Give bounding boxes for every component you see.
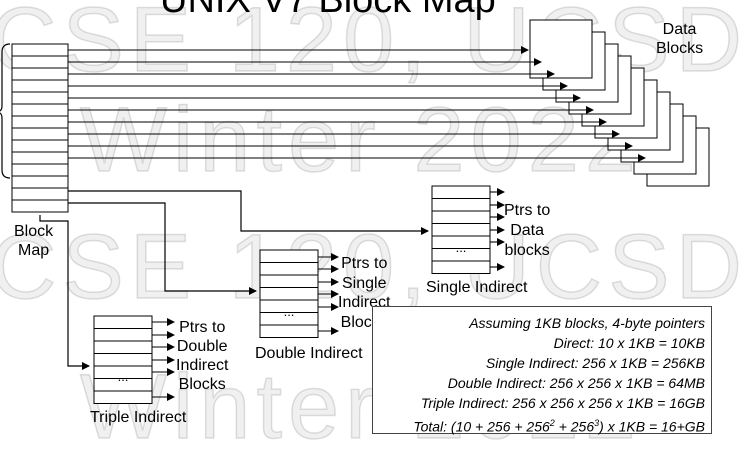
block-map-row <box>11 139 69 153</box>
double-ellipsis: ... <box>284 304 295 319</box>
block-map-row <box>11 43 69 57</box>
block-map-row <box>11 187 69 201</box>
indirect-row <box>259 287 319 301</box>
block-map-row <box>11 91 69 105</box>
block-map-table <box>11 43 69 213</box>
double-indirect-label: Double Indirect <box>255 345 363 362</box>
assumption-triple: Triple Indirect: 256 x 256 x 256 x 1KB =… <box>420 395 705 411</box>
single-ellipsis: ... <box>456 240 467 255</box>
indirect-row <box>431 185 491 199</box>
block-map-row <box>11 151 69 165</box>
triple-indirect-connector <box>39 215 90 370</box>
single-indirect-connector <box>68 190 429 235</box>
assumption-single: Single Indirect: 256 x 1KB = 256KB <box>485 355 705 371</box>
data-block <box>529 19 593 79</box>
indirect-row <box>431 198 491 212</box>
assumptions-box: Assuming 1KB blocks, 4-byte pointers Dir… <box>372 306 712 435</box>
indirect-row <box>431 260 491 274</box>
data-blocks-stack <box>529 19 710 187</box>
indirect-row <box>93 340 153 354</box>
single-indirect-block <box>431 185 491 274</box>
assumption-line: Assuming 1KB blocks, 4-byte pointers <box>469 315 705 331</box>
indirect-row <box>93 315 153 329</box>
assumption-total: Total: (10 + 256 + 2562 + 2563) x 1KB = … <box>413 418 705 435</box>
assumption-direct: Direct: 10 x 1KB = 10KB <box>553 335 705 351</box>
block-map-row <box>11 163 69 177</box>
block-map-row <box>11 67 69 81</box>
indirect-row <box>93 353 153 367</box>
block-map-row <box>11 199 69 213</box>
indirect-row <box>93 390 153 404</box>
block-map-row <box>11 127 69 141</box>
indirect-row <box>431 210 491 224</box>
block-map-row <box>11 115 69 129</box>
block-map-row <box>11 79 69 93</box>
direct-pointer-arrows <box>68 46 646 162</box>
block-map-row <box>11 175 69 189</box>
indirect-row <box>259 262 319 276</box>
indirect-row <box>259 324 319 338</box>
direct-pointers-brace <box>0 43 11 179</box>
assumption-double: Double Indirect: 256 x 256 x 1KB = 64MB <box>447 375 705 391</box>
block-map-row <box>11 103 69 117</box>
double-indirect-block <box>259 249 319 338</box>
pointer-out-arrows <box>152 188 505 401</box>
double-indirect-connector <box>68 202 257 295</box>
triple-ellipsis: ... <box>118 369 129 384</box>
diagram-title: UNIX V7 Block Map <box>160 0 496 21</box>
indirect-row <box>259 249 319 263</box>
indirect-row <box>431 223 491 237</box>
indirect-row <box>259 274 319 288</box>
triple-indirect-block <box>93 315 153 404</box>
block-map-row <box>11 55 69 69</box>
block-map-diagram: ... ... ... <box>0 19 710 404</box>
triple-indirect-label: Triple Indirect <box>90 409 187 426</box>
indirect-row <box>93 328 153 342</box>
single-indirect-label: Single Indirect <box>426 279 528 296</box>
